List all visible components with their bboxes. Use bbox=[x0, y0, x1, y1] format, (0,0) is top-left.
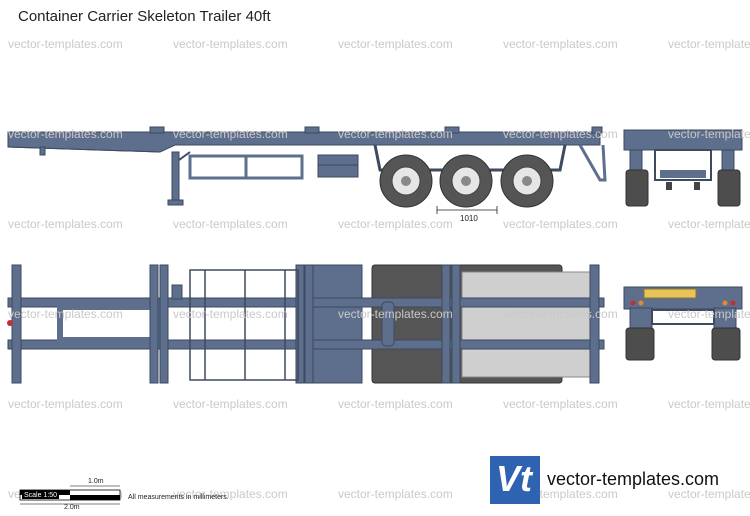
dimension-label: 1010 bbox=[460, 214, 478, 223]
side-toolbox bbox=[317, 154, 359, 178]
brand-block[interactable]: Vt vector-templates.com bbox=[490, 456, 750, 504]
front-view bbox=[623, 129, 743, 207]
dimension-line bbox=[436, 206, 498, 214]
side-wheel-1 bbox=[379, 154, 433, 208]
top-view bbox=[7, 264, 605, 384]
side-main-beam bbox=[7, 131, 601, 153]
side-view: 1010 bbox=[7, 126, 607, 223]
scale-one-meter-label: 1.0m bbox=[88, 478, 104, 485]
rear-amber-panel bbox=[643, 288, 697, 299]
brand-logo-text: Vt bbox=[496, 458, 532, 499]
side-kingpin bbox=[39, 146, 46, 156]
page-title: Container Carrier Skeleton Trailer 40ft bbox=[18, 8, 271, 25]
scale-ratio-label: Scale 1:50 bbox=[22, 492, 60, 499]
brand-logo: Vt bbox=[490, 456, 540, 504]
brand-url[interactable]: vector-templates.com bbox=[547, 469, 720, 489]
side-wheel-2 bbox=[439, 154, 493, 208]
rear-view bbox=[623, 286, 743, 361]
top-platform bbox=[461, 271, 593, 378]
side-landing-gear bbox=[167, 151, 191, 206]
scale-bar: 1.0m Scale 1:50 2.0m All measurements in… bbox=[18, 476, 258, 512]
side-wheel-3 bbox=[500, 154, 554, 208]
scale-two-meter-label: 2.0m bbox=[64, 504, 80, 511]
side-frame-panels bbox=[188, 154, 304, 180]
measurement-note: All measurements in millimeters. bbox=[128, 494, 229, 501]
